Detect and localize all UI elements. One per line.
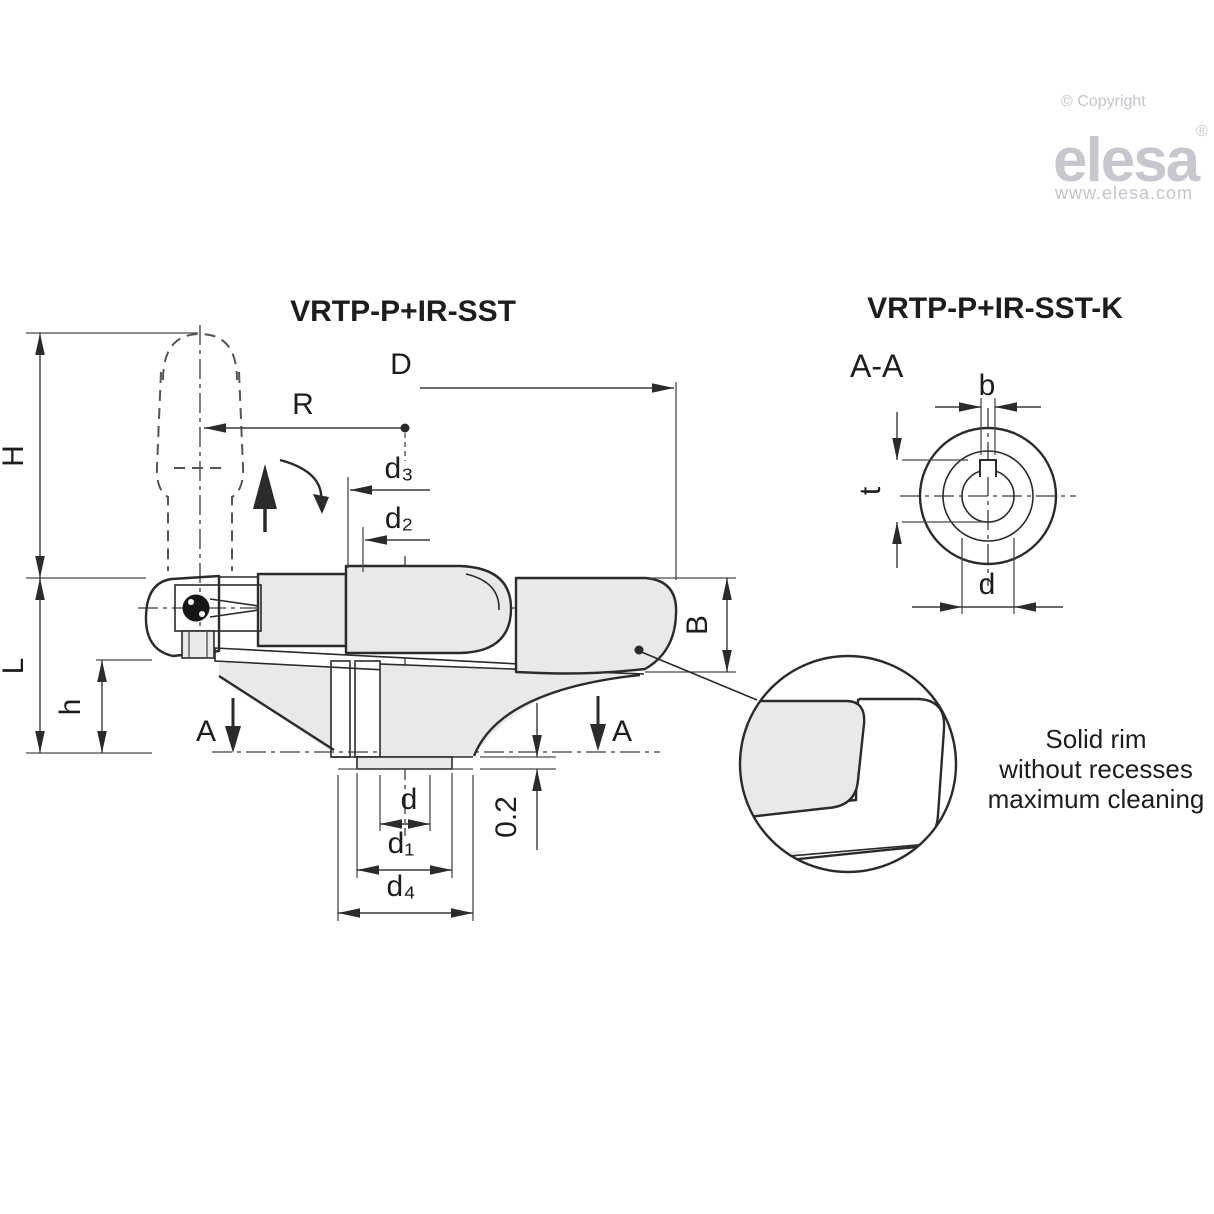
rim-hatched-ring [918, 426, 1058, 566]
main-view-title: VRTP-P+IR-SST [290, 295, 516, 328]
website-link: www.elesa.com [1054, 183, 1193, 203]
dim-label-L: L [0, 658, 30, 675]
left-rim-hatched-section [144, 574, 221, 658]
keyway [979, 459, 997, 477]
dim-label-t: t [854, 486, 887, 495]
rotation-arrow-icon [253, 458, 329, 532]
detail-solid-rim [740, 699, 866, 822]
dim-label-rim-clearance: 0.2 [490, 796, 523, 838]
dim-label-d3: d₃ [385, 452, 414, 485]
detail-note-line1: Solid rim [1045, 724, 1146, 754]
right-spoke-edge [472, 673, 641, 757]
dim-H-L-h: H L h [0, 332, 198, 754]
dim-t: t [854, 412, 984, 568]
dim-label-section-d: d [979, 568, 996, 601]
dim-bottom: d d₁ d₄ 0.2 [337, 703, 556, 921]
handle-raised-phantom [155, 332, 245, 571]
handle-grip-highlight [465, 573, 500, 611]
section-label: A-A [850, 348, 904, 384]
hub-boss [356, 756, 453, 770]
detail-lower-flange [740, 850, 806, 872]
handle-grip [344, 564, 513, 655]
detail-note-line3: maximum cleaning [988, 784, 1205, 814]
dim-label-d4: d₄ [387, 870, 416, 903]
dim-label-d1: d₁ [388, 827, 415, 860]
section-arrow-label-left: A [196, 715, 216, 748]
dim-label-b: b [979, 369, 996, 402]
dim-label-R: R [292, 388, 314, 421]
handle-pivot-mechanism [174, 584, 262, 659]
copyright-label: © Copyright [1061, 93, 1146, 110]
dim-label-d2: d₂ [385, 502, 413, 535]
handle-folded [256, 564, 513, 655]
detail-hatched-rim [740, 697, 946, 868]
detail-view: Solid rim without recesses maximum clean… [634, 645, 1205, 874]
dim-b: b [935, 369, 1041, 455]
detail-note-line2: without recesses [998, 754, 1193, 784]
right-web-surface [380, 664, 644, 756]
dim-D: D [390, 348, 677, 580]
spring-pin [181, 630, 215, 659]
dim-label-d: d [401, 783, 418, 816]
left-spoke-edge [218, 674, 335, 752]
main-view: H L h R D d₃ d₂ [0, 325, 736, 921]
dim-section-d: d [912, 538, 1063, 614]
registered-mark-icon: ® [1196, 123, 1208, 140]
elesa-logo: elesa [1053, 126, 1201, 195]
right-rim-section [514, 576, 678, 675]
section-cut-arrows: A A [196, 696, 632, 753]
pivot-housing [174, 584, 262, 632]
section-view-title: VRTP-P+IR-SST-K [867, 292, 1123, 325]
brand-block: © Copyright elesa ® www.elesa.com [1053, 93, 1208, 203]
hub-wall-hatched-right [354, 660, 381, 758]
dim-label-D: D [390, 348, 412, 381]
section-arrow-label-right: A [612, 715, 632, 748]
dim-d3-d2: d₃ d₂ [347, 452, 430, 572]
section-view: b t d [854, 369, 1076, 614]
hub-wall-hatched-left [330, 660, 351, 758]
dim-label-B: B [681, 615, 714, 635]
handle-collar [256, 572, 348, 648]
pivot-ball [182, 594, 210, 622]
detail-circle [738, 654, 958, 874]
dim-label-H: H [0, 445, 30, 467]
leader-line [638, 650, 758, 701]
dim-label-h: h [54, 699, 87, 716]
insert-hatched-ring [942, 450, 1034, 542]
dim-R: R [204, 388, 410, 461]
